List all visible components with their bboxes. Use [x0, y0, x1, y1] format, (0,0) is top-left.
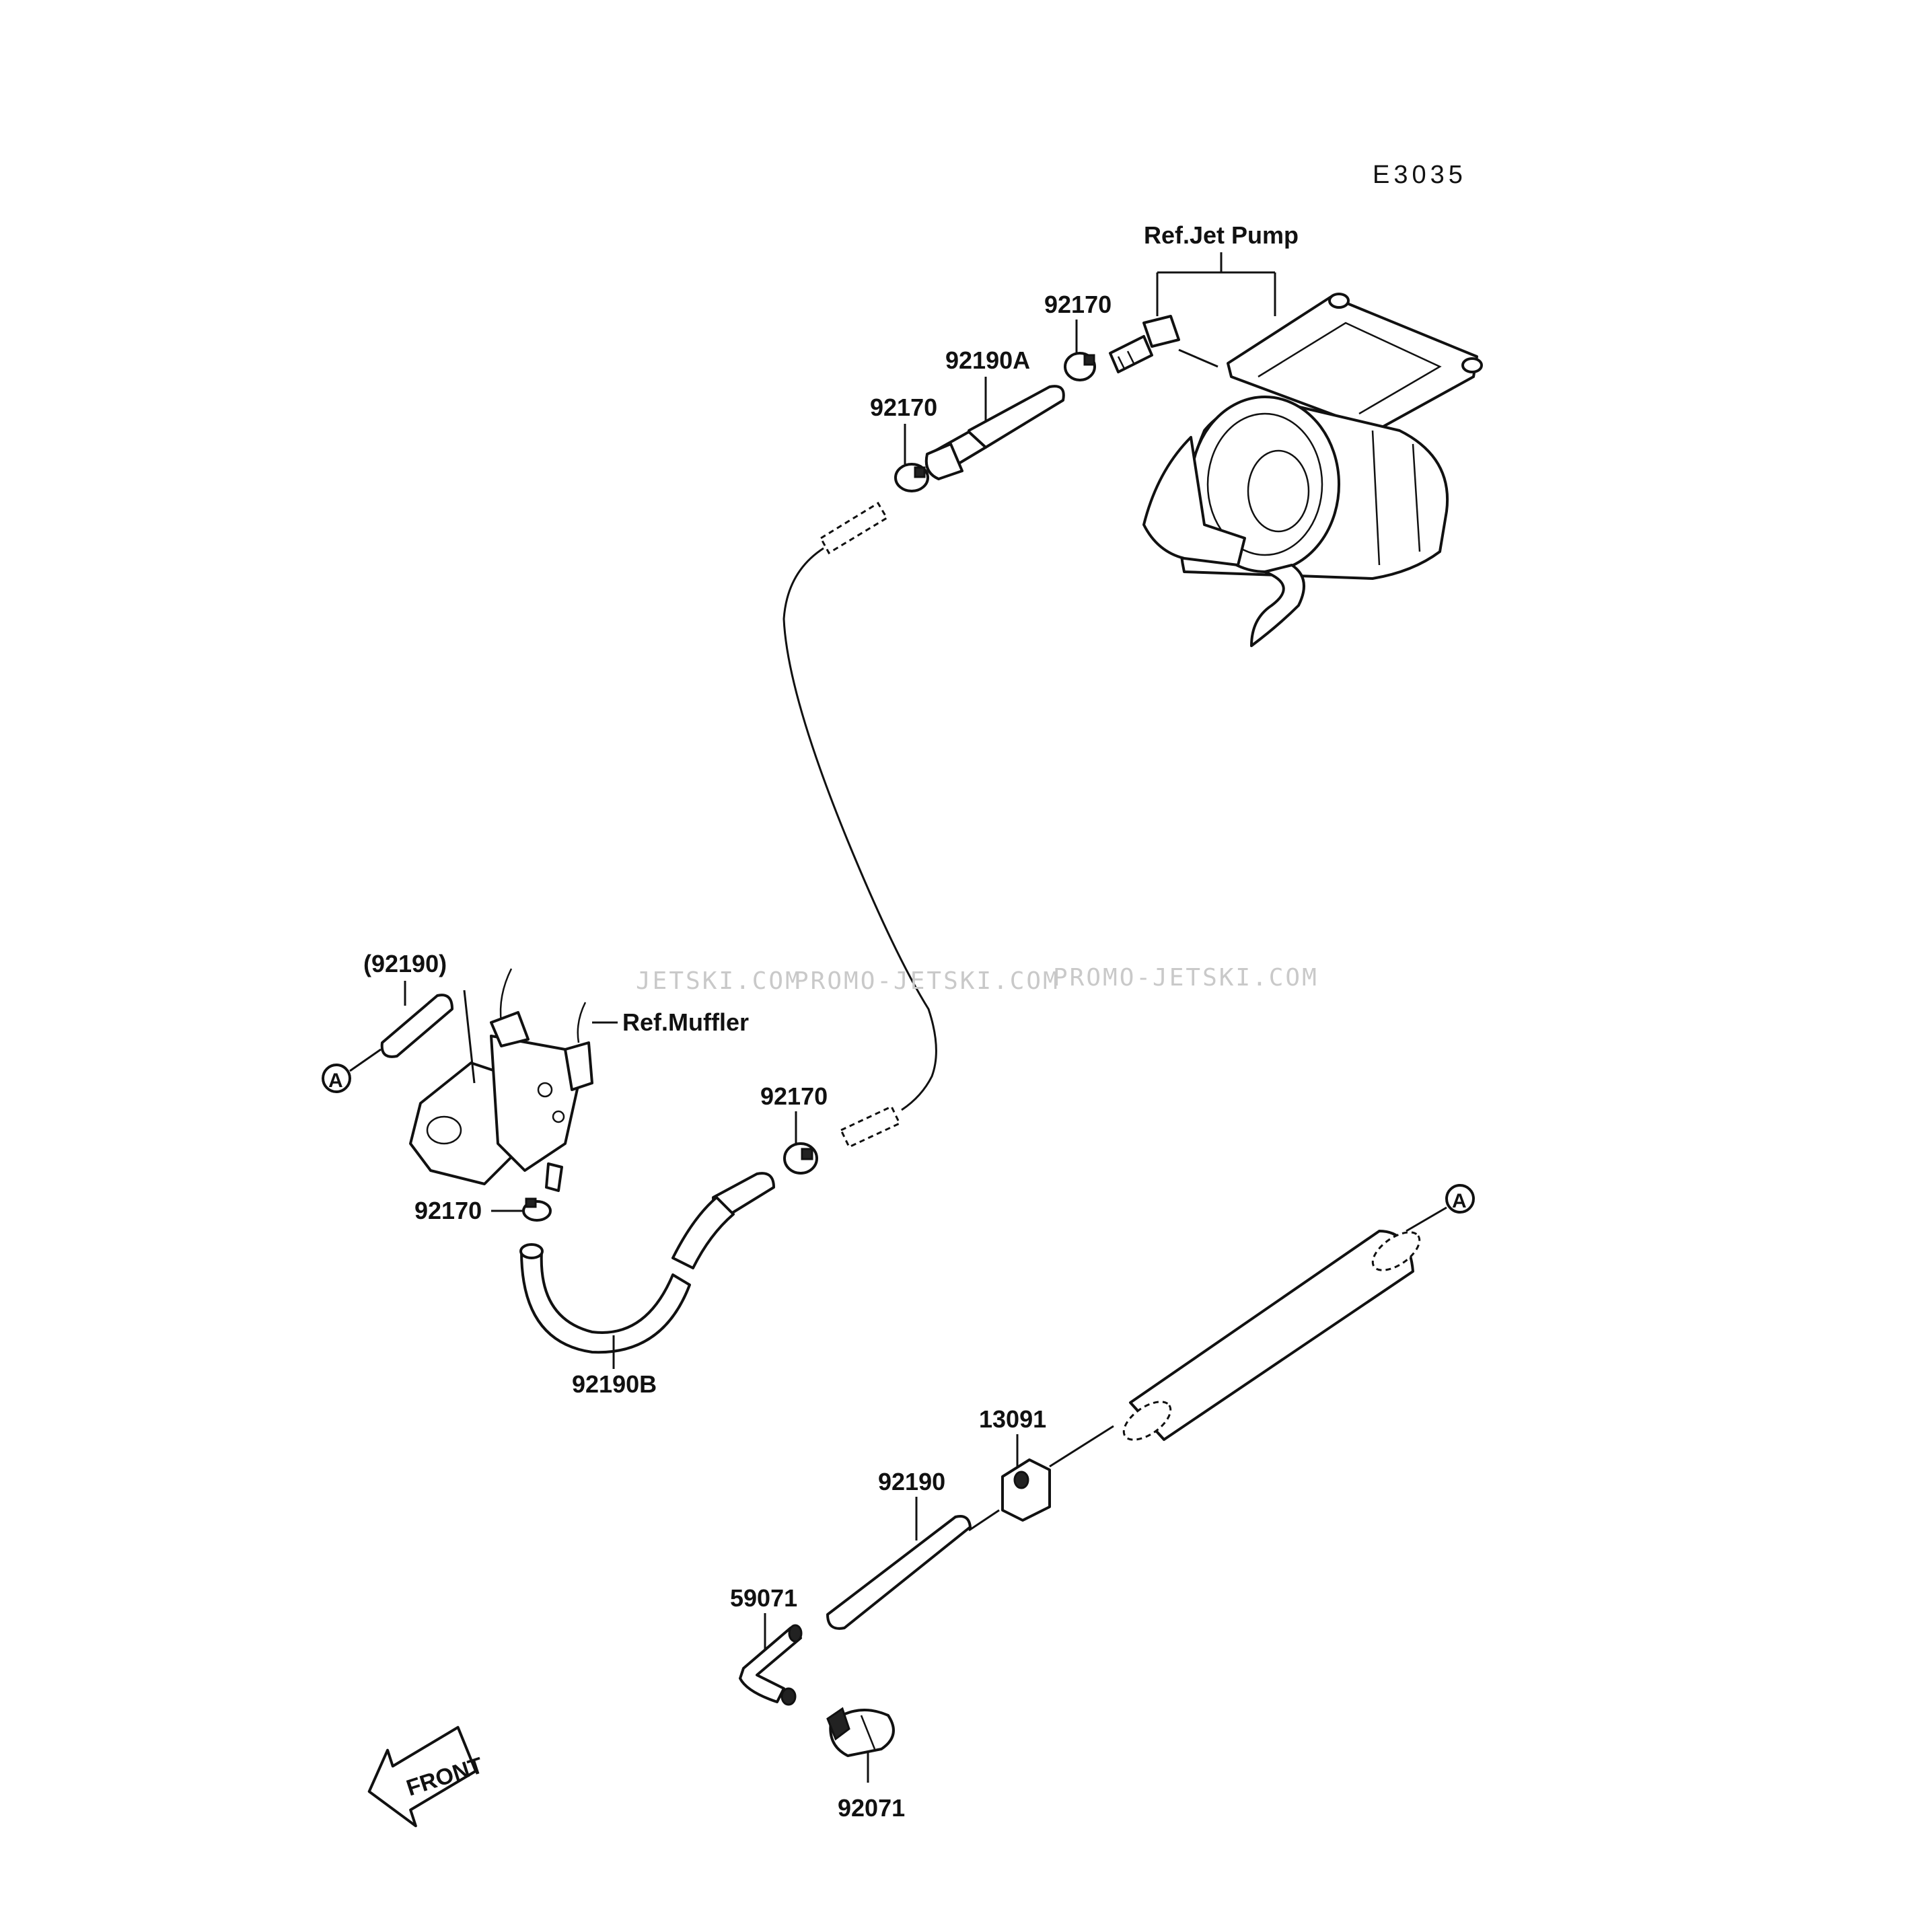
muffler-illustration [409, 968, 593, 1192]
fitting-elbow [739, 1624, 803, 1706]
long-hose-run [782, 501, 937, 1148]
watermark-2: PROMO-JETSKI.COM [794, 967, 1060, 995]
callout-a-left: A [322, 1048, 381, 1093]
front-arrow-icon: FRONT [367, 1725, 486, 1828]
hose-paren-label: (92190) [363, 950, 447, 977]
jet-pump-leader [1156, 252, 1276, 316]
hose-paren-to-muffler-line [463, 990, 476, 1084]
tube-to-grommet-line [1049, 1425, 1114, 1468]
ref-jet-pump-label: Ref.Jet Pump [1144, 221, 1299, 249]
plug-label: 92071 [838, 1794, 905, 1822]
callout-a-right: A [1406, 1184, 1475, 1232]
grommet [1001, 1458, 1051, 1522]
hose-a [924, 385, 1065, 480]
hose-lower [826, 1515, 972, 1630]
hose-paren [380, 994, 453, 1058]
svg-text:A: A [328, 1070, 343, 1092]
watermark-3: PROMO-JETSKI.COM [1053, 964, 1319, 992]
clamp-top-right-label: 92170 [1044, 291, 1112, 318]
pump-fitting [1109, 315, 1218, 373]
clamp-top-left [894, 463, 929, 492]
jet-pump-illustration [1142, 293, 1483, 647]
clamp-top-right [1064, 352, 1096, 381]
clamp-mid-label: 92170 [760, 1082, 828, 1110]
hose-b-label: 92190B [572, 1370, 657, 1398]
hose-b [519, 1172, 775, 1354]
ref-muffler-label: Ref.Muffler [622, 1008, 749, 1036]
hose-a-label: 92190A [945, 346, 1030, 374]
grommet-label: 13091 [979, 1405, 1046, 1433]
diagram-code: E3035 [1373, 161, 1467, 189]
clamp-muffler [522, 1197, 552, 1222]
fitting-elbow-label: 59071 [730, 1584, 797, 1612]
large-tube [1122, 1230, 1421, 1441]
clamp-muffler-label: 92170 [414, 1197, 482, 1224]
hose-lower-label: 92190 [878, 1468, 945, 1495]
watermark-1: JETSKI.COM [636, 967, 802, 995]
plug [826, 1707, 895, 1757]
clamp-mid [783, 1142, 818, 1175]
clamp-top-left-label: 92170 [870, 394, 937, 421]
grommet-to-hose-line [968, 1509, 1000, 1532]
svg-text:A: A [1452, 1190, 1467, 1212]
